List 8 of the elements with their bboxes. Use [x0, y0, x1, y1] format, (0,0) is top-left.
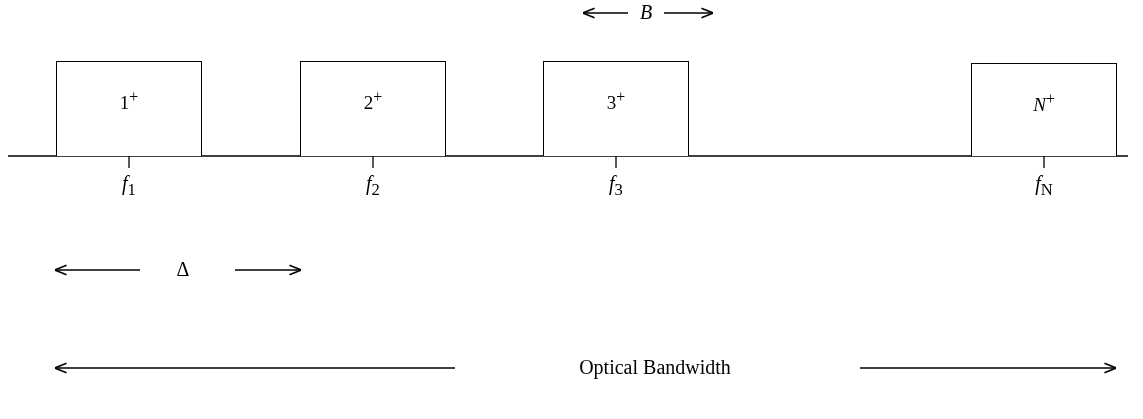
- channel-number: 2$^{+}$: [362, 88, 384, 115]
- channel-band: [543, 61, 689, 156]
- channel-number: 1$^{+}$: [118, 88, 140, 115]
- channel-band: [56, 61, 202, 156]
- channel-number: N$^{+}$: [1032, 90, 1056, 117]
- channel-number: 3$^{+}$: [605, 88, 627, 115]
- channel-band: [971, 63, 1117, 156]
- channel-band: [300, 61, 446, 156]
